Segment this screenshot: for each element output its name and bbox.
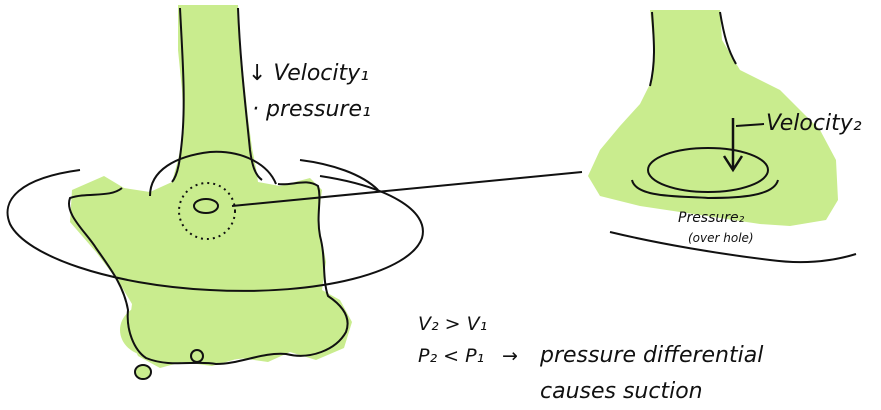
pressure-relation: P₂ < P₁ bbox=[418, 345, 484, 367]
hole-bracket bbox=[631, 179, 779, 200]
magnified-stream-edge-right bbox=[719, 11, 737, 65]
magnified-hole bbox=[647, 147, 769, 193]
magnified-stream-edge-left bbox=[649, 11, 655, 87]
left-stream-illustration bbox=[6, 5, 424, 380]
splash-blob bbox=[160, 320, 280, 360]
velocity2-leader bbox=[735, 123, 765, 127]
surface-ellipse bbox=[6, 169, 424, 292]
splash-droplet bbox=[134, 364, 152, 380]
stream-edge-left bbox=[171, 7, 185, 183]
pressure-1-label: · pressure₁ bbox=[252, 97, 371, 122]
surface-ellipse-arc bbox=[149, 150, 277, 197]
splash-blob bbox=[120, 304, 180, 356]
zoom-circle bbox=[178, 182, 236, 240]
hole bbox=[193, 198, 219, 214]
conclusion-line-2: causes suction bbox=[540, 379, 703, 404]
zoom-connector-line bbox=[231, 171, 583, 207]
stream-edge-right bbox=[237, 7, 263, 181]
magnified-view bbox=[588, 10, 857, 263]
splash-droplet bbox=[190, 349, 204, 363]
velocity-arrow-head bbox=[722, 155, 744, 173]
fluid-stream bbox=[70, 5, 352, 368]
surface-back-line bbox=[299, 159, 379, 191]
splash-outline bbox=[67, 181, 349, 366]
velocity-relation: V₂ > V₁ bbox=[418, 313, 487, 335]
magnified-surface-line bbox=[609, 231, 857, 263]
conclusion-line-1: pressure differential bbox=[539, 343, 763, 368]
implies-arrow: → bbox=[502, 345, 518, 367]
velocity-1-label: ↓ Velocity₁ bbox=[248, 61, 369, 86]
over-hole-label: (over hole) bbox=[688, 231, 754, 245]
pressure-2-label: Pressure₂ bbox=[678, 210, 745, 226]
velocity-2-label: Velocity₂ bbox=[766, 111, 862, 136]
magnified-fluid bbox=[588, 10, 838, 226]
